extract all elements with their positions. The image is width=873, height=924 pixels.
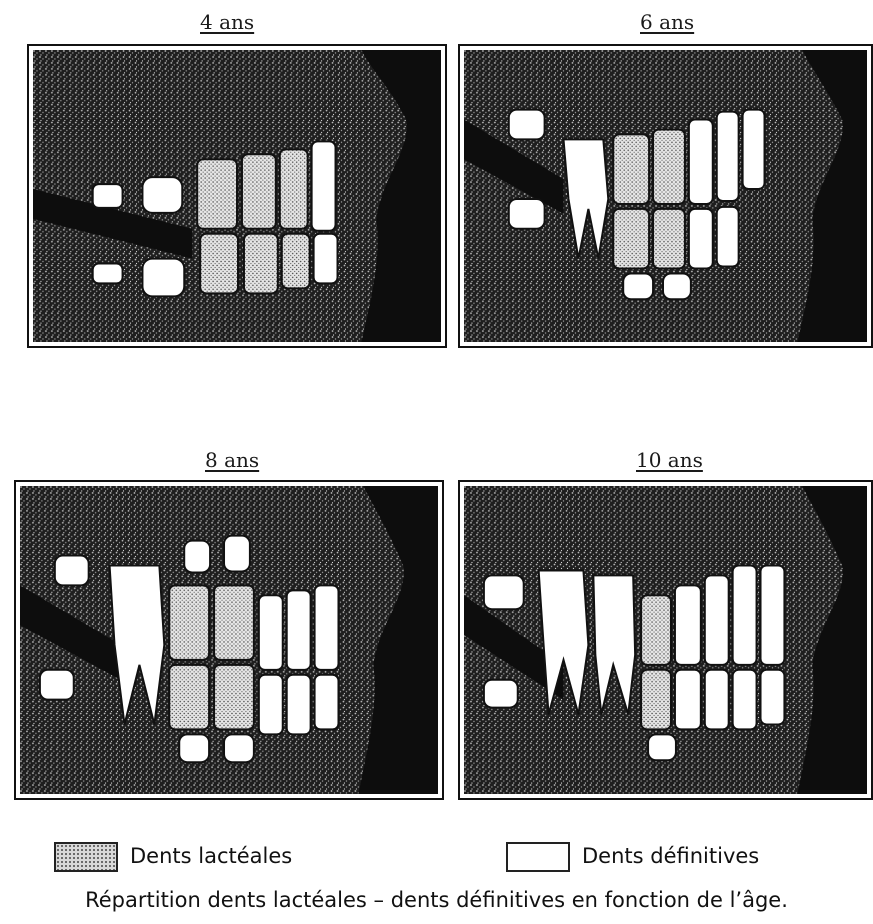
- legend-swatch-definitive: [506, 842, 570, 872]
- legend-label-lacteal: Dents lactéales: [130, 844, 292, 868]
- age-label-8: 8 ans: [205, 448, 259, 472]
- legend-label-definitive: Dents définitives: [582, 844, 759, 868]
- legend-swatch-lacteal: [54, 842, 118, 872]
- jaw-illustration-4-years: [27, 44, 447, 348]
- jaw-illustration-10-years: [458, 480, 873, 800]
- age-label-4: 4 ans: [200, 10, 254, 34]
- age-label-10: 10 ans: [636, 448, 703, 472]
- jaw-illustration-6-years: [458, 44, 873, 348]
- jaw-illustration-8-years: [14, 480, 444, 800]
- age-label-6: 6 ans: [640, 10, 694, 34]
- figure-caption: Répartition dents lactéales – dents défi…: [0, 888, 873, 912]
